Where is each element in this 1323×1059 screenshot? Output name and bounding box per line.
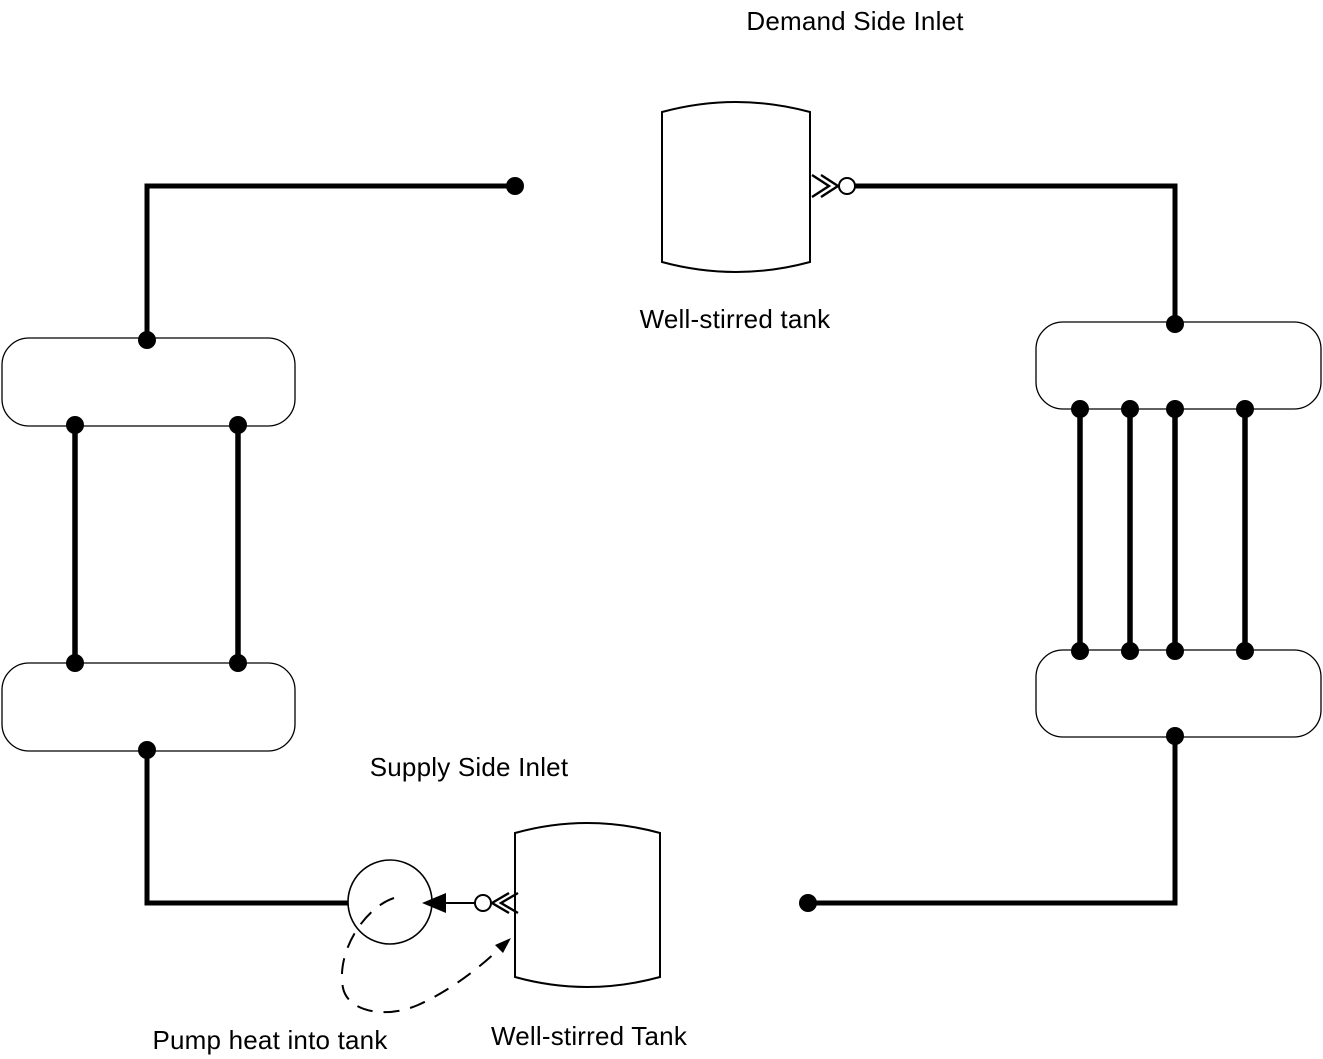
junction-dot [1236, 400, 1254, 418]
junction-dot [66, 654, 84, 672]
junction-dot [138, 331, 156, 349]
manifold-right-top [1035, 321, 1322, 410]
junction-dot [1071, 642, 1089, 660]
junction-dot [229, 654, 247, 672]
demand-tank [661, 101, 811, 273]
demand-tank-label: Well-stirred tank [639, 304, 831, 334]
arrowhead-icon [422, 893, 446, 913]
manifold-left-bottom [1, 662, 296, 752]
port-circle [838, 177, 856, 195]
port-circle [474, 894, 492, 912]
supply-tank [514, 822, 661, 988]
demand-inlet-line [855, 183, 1178, 324]
terminal-dot [506, 177, 524, 195]
pump-circle [347, 859, 433, 945]
demand-side-inlet-label: Demand Side Inlet [746, 6, 964, 36]
junction-dot [66, 416, 84, 434]
junction-dot [229, 416, 247, 434]
supply-outlet-line [144, 750, 390, 906]
junction-dot [138, 741, 156, 759]
junction-dot [1166, 400, 1184, 418]
dashed-arrowhead-icon [495, 938, 511, 953]
supply-tank-label: Well-stirred Tank [490, 1021, 688, 1051]
manifold-left-top [1, 337, 296, 427]
junction-dot [1071, 400, 1089, 418]
double-chevron-icon [811, 173, 832, 199]
terminal-dot [799, 894, 817, 912]
junction-dot [1121, 400, 1139, 418]
supply-side-inlet-label: Supply Side Inlet [369, 752, 569, 782]
manifold-right-bottom [1035, 649, 1322, 738]
junction-dot [1166, 315, 1184, 333]
double-chevron-icon [498, 891, 519, 915]
junction-dot [1166, 642, 1184, 660]
junction-dot [1166, 727, 1184, 745]
junction-dot [1121, 642, 1139, 660]
pump-annotation-label: Pump heat into tank [152, 1025, 388, 1055]
demand-outlet-line [808, 736, 1178, 906]
supply-return-line [144, 183, 515, 340]
junction-dot [1236, 642, 1254, 660]
dashed-annotation-curve [340, 897, 503, 1014]
